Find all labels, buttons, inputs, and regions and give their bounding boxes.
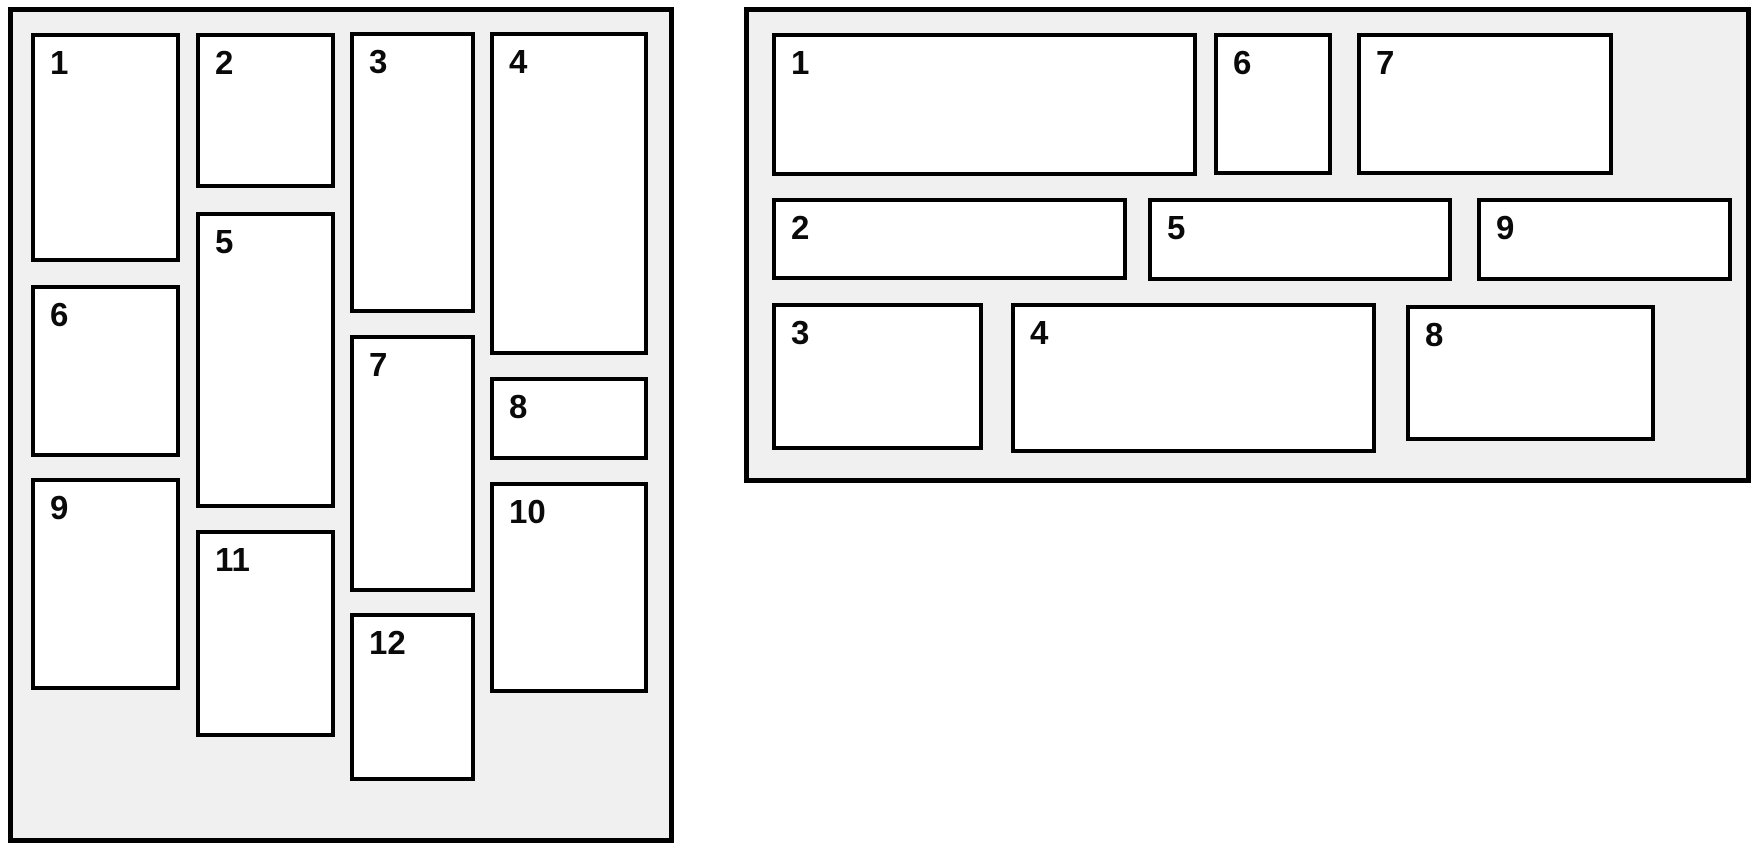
masonry-item-12: 12	[350, 613, 475, 781]
masonry-item-2: 2	[772, 198, 1127, 280]
masonry-item-1: 1	[772, 33, 1197, 176]
vertical-masonry-panel: 1 2 3 4 5 6 7 8 9 10 11 12	[8, 7, 674, 843]
masonry-item-3: 3	[350, 32, 475, 313]
masonry-item-8: 8	[490, 377, 648, 460]
masonry-item-7: 7	[1357, 33, 1613, 175]
masonry-item-2: 2	[196, 33, 335, 188]
masonry-item-4: 4	[1011, 303, 1376, 453]
horizontal-masonry-panel: 1 6 7 2 5 9 3 4 8	[744, 7, 1751, 483]
masonry-item-10: 10	[490, 482, 648, 693]
masonry-item-1: 1	[31, 33, 180, 262]
masonry-item-5: 5	[1148, 198, 1452, 281]
masonry-item-7: 7	[350, 335, 475, 592]
masonry-item-4: 4	[490, 32, 648, 355]
masonry-item-11: 11	[196, 530, 335, 737]
masonry-item-3: 3	[772, 303, 983, 450]
masonry-item-6: 6	[1214, 33, 1332, 175]
masonry-item-8: 8	[1406, 305, 1655, 441]
masonry-item-6: 6	[31, 285, 180, 457]
masonry-item-5: 5	[196, 212, 335, 508]
masonry-item-9: 9	[1477, 198, 1732, 281]
masonry-item-9: 9	[31, 478, 180, 690]
